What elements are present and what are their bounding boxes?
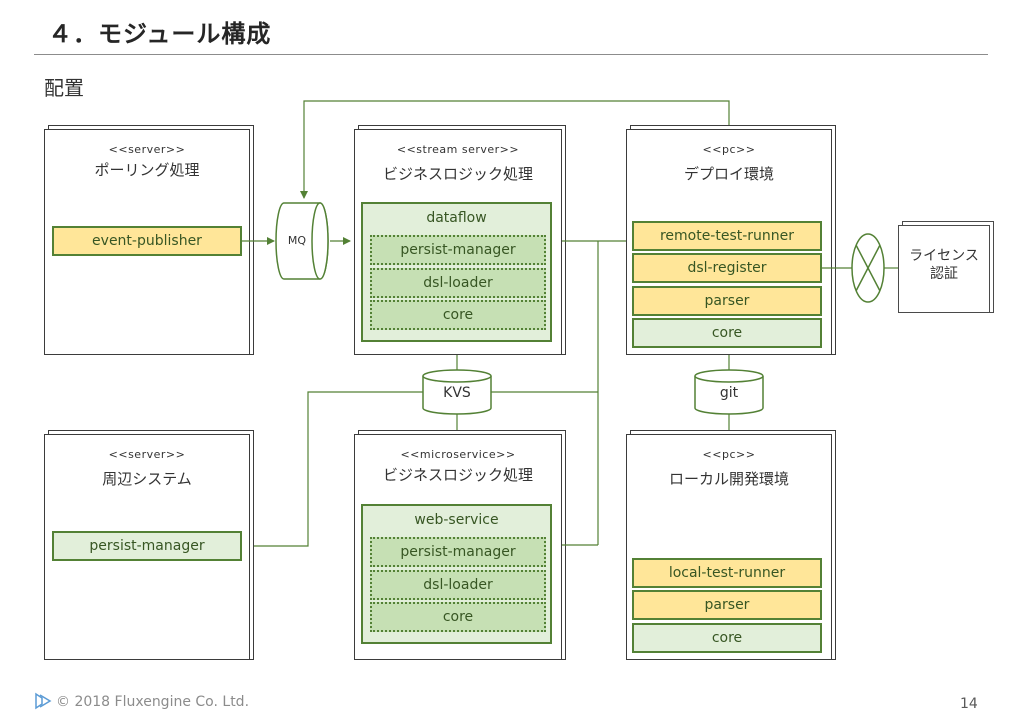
component-persist-manager: persist-manager — [370, 537, 546, 567]
component-core: core — [370, 300, 546, 330]
component-local-test-runner: local-test-runner — [632, 558, 822, 588]
node-name: 周辺システム — [102, 470, 192, 488]
page-title: ４．モジュール構成 — [48, 20, 272, 48]
component-dsl-loader: dsl-loader — [370, 268, 546, 298]
component-dsl-register: dsl-register — [632, 253, 822, 283]
component-core: core — [370, 602, 546, 632]
node-stereotype: <<pc>> — [702, 448, 756, 461]
title-divider — [34, 54, 988, 55]
license-label-line1: ライセンス — [909, 248, 979, 264]
node-name: ビジネスロジック処理 — [382, 466, 533, 484]
component-core: core — [632, 623, 822, 653]
component-persist-manager: persist-manager — [370, 235, 546, 265]
node-local-pc: <<pc>> ローカル開発環境 — [626, 430, 836, 660]
kvs-database-icon — [422, 369, 492, 415]
component-core: core — [632, 318, 822, 348]
package-label: dataflow — [426, 210, 487, 226]
mq-queue-icon — [275, 202, 329, 280]
package-label: web-service — [414, 512, 499, 528]
license-label-line2: 認証 — [930, 266, 958, 282]
page-number: 14 — [960, 696, 978, 712]
node-stereotype: <<pc>> — [702, 143, 756, 156]
node-stereotype: <<stream server>> — [396, 143, 520, 156]
node-stereotype: <<server>> — [108, 448, 186, 461]
kvs-label: KVS — [443, 385, 471, 401]
component-dsl-loader: dsl-loader — [370, 570, 546, 600]
node-stereotype: <<server>> — [108, 143, 186, 156]
component-parser: parser — [632, 286, 822, 316]
fluxengine-logo-icon — [35, 692, 52, 710]
node-name: ローカル開発環境 — [668, 470, 789, 488]
component-parser: parser — [632, 590, 822, 620]
component-remote-test-runner: remote-test-runner — [632, 221, 822, 251]
git-label: git — [719, 385, 739, 401]
node-stereotype: <<microservice>> — [400, 448, 516, 461]
node-name: ビジネスロジック処理 — [382, 165, 533, 183]
copyright-text: © 2018 Fluxengine Co. Ltd. — [56, 694, 250, 710]
component-persist-manager: persist-manager — [52, 531, 242, 561]
component-event-publisher: event-publisher — [52, 226, 242, 256]
node-name: ポーリング処理 — [94, 161, 200, 179]
node-license-auth: ライセンス 認証 — [898, 221, 994, 313]
node-name: デプロイ環境 — [683, 165, 774, 183]
section-subtitle: 配置 — [44, 76, 84, 100]
git-database-icon — [694, 369, 764, 415]
mq-label: MQ — [287, 234, 307, 247]
license-interface-icon — [851, 233, 885, 303]
